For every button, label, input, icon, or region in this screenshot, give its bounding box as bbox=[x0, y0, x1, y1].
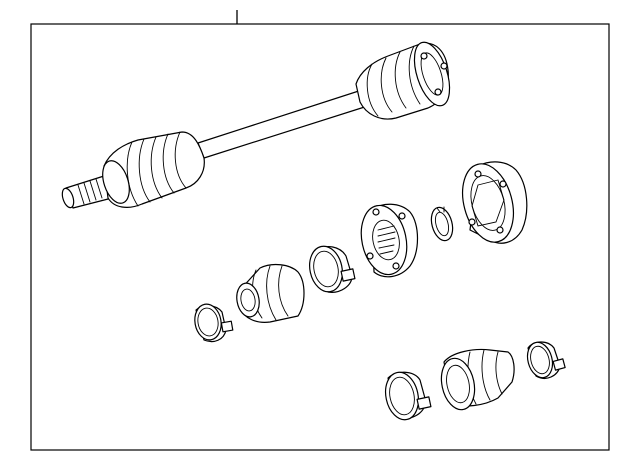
outer-cv-boot[interactable] bbox=[437, 348, 515, 413]
inner-cv-boot[interactable] bbox=[234, 263, 305, 323]
inner-boot-clamp-large[interactable] bbox=[306, 243, 356, 295]
inner-cv-joint-housing[interactable] bbox=[454, 158, 528, 248]
outer-boot-clamp-large[interactable] bbox=[381, 369, 432, 423]
inner-boot-clamp-small[interactable] bbox=[192, 302, 234, 343]
retaining-snap-ring[interactable] bbox=[428, 205, 456, 243]
axle-shaft-assembly[interactable] bbox=[60, 38, 456, 209]
diagram-frame bbox=[30, 23, 610, 451]
inner-cv-joint-tripod[interactable] bbox=[355, 201, 419, 279]
outer-boot-clamp-small[interactable] bbox=[524, 340, 566, 381]
